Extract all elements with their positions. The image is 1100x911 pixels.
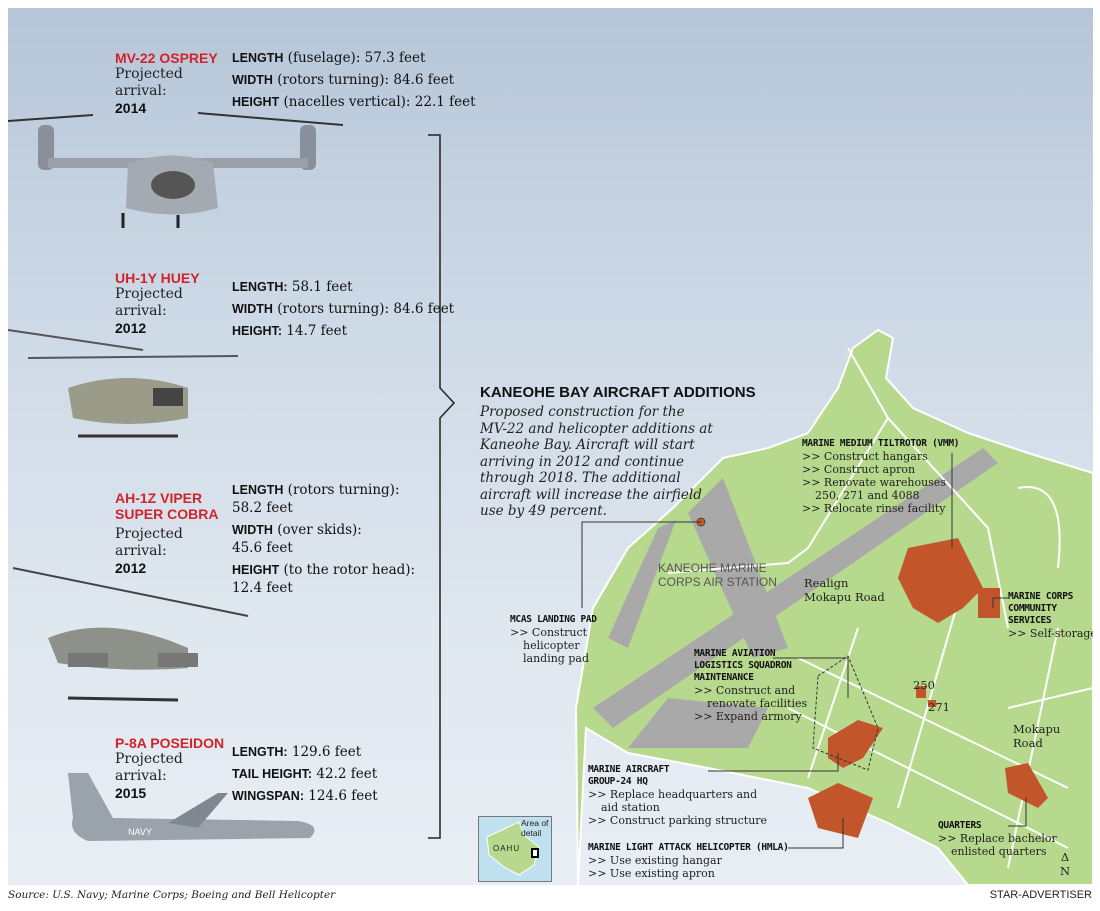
source-note: Source: U.S. Navy; Marine Corps; Boeing …	[8, 889, 336, 901]
spec-value: 45.6 feet	[232, 540, 293, 556]
huey-image	[8, 329, 239, 438]
spec-value: (to the rotor head):	[279, 562, 416, 578]
spec-label: TAIL HEIGHT:	[232, 767, 313, 781]
arrival-year: 2014	[115, 100, 147, 116]
callout-vmm: MARINE MEDIUM TILTROTOR (VMM) >> Constru…	[802, 438, 960, 515]
cobra-image	[12, 567, 249, 702]
spec-label: WIDTH	[232, 523, 273, 537]
aircraft-osprey-header: MV-22 OSPREY Projected arrival: 2014	[115, 50, 218, 116]
arrival-year: 2015	[115, 785, 147, 801]
callout-landing-pad: MCAS LANDING PAD >> Construct helicopter…	[510, 614, 597, 665]
spec-value: (over skids):	[272, 522, 362, 538]
projected-label: Projected arrival:	[115, 526, 183, 559]
spec-value: 14.7 feet	[282, 323, 348, 339]
building-271-label: 271	[928, 700, 950, 714]
aircraft-huey-specs: LENGTH: 58.1 feet WIDTH (rotors turning)…	[232, 276, 454, 342]
callout-hmla: MARINE LIGHT ATTACK HELICOPTER (HMLA) >>…	[588, 842, 789, 880]
spec-label: WIDTH	[232, 73, 273, 87]
intro-text: Proposed construction for the MV-22 and …	[480, 404, 713, 519]
poseidon-image: NAVY	[68, 773, 315, 841]
aircraft-osprey-specs: LENGTH (fuselage): 57.3 feet WIDTH (roto…	[232, 47, 476, 113]
spec-value: 124.6 feet	[304, 788, 378, 804]
bracket	[428, 134, 456, 839]
inset-island-label: OAHU	[493, 844, 521, 853]
oahu-inset-map: OAHU Area of detail	[478, 816, 552, 882]
spec-value: 129.6 feet	[287, 744, 362, 760]
mokapu-road-label: Mokapu Road	[1013, 722, 1061, 750]
spec-value: (rotors turning):	[283, 482, 400, 498]
building-250-label: 250	[913, 678, 935, 692]
svg-text:NAVY: NAVY	[128, 827, 152, 837]
spec-label: WIDTH	[232, 302, 273, 316]
spec-label: LENGTH:	[232, 280, 288, 294]
spec-value: (rotors turning): 84.6 feet	[272, 72, 455, 88]
aircraft-name: P-8A POSEIDON	[115, 735, 225, 751]
callout-quarters: QUARTERS >> Replace bachelor enlisted qu…	[938, 820, 1057, 858]
spec-label: HEIGHT	[232, 95, 280, 109]
construction-areas	[696, 517, 1048, 838]
spec-label: HEIGHT:	[232, 324, 282, 338]
aircraft-name: UH-1Y HUEY	[115, 270, 200, 286]
spec-value: 12.4 feet	[232, 580, 293, 596]
credit: STAR-ADVERTISER	[989, 889, 1092, 901]
projected-label: Projected arrival:	[115, 66, 183, 99]
spec-label: LENGTH	[232, 483, 284, 497]
spec-value: 58.1 feet	[287, 279, 353, 295]
infographic: MV-22 OSPREY Projected arrival: 2014 LEN…	[8, 8, 1093, 885]
aircraft-poseidon-header: P-8A POSEIDON Projected arrival: 2015	[115, 735, 224, 801]
aircraft-name: MV-22 OSPREY	[115, 50, 218, 66]
aircraft-cobra-header: AH-1Z VIPER SUPER COBRA Projected arriva…	[115, 490, 230, 576]
base-map	[574, 328, 1093, 885]
spec-value: (rotors turning): 84.6 feet	[272, 301, 455, 317]
projected-label: Projected arrival:	[115, 751, 183, 784]
spec-label: HEIGHT	[232, 563, 280, 577]
leader-lines	[581, 453, 1027, 849]
projected-label: Projected arrival:	[115, 286, 183, 319]
aircraft-poseidon-specs: LENGTH: 129.6 feet TAIL HEIGHT: 42.2 fee…	[232, 741, 378, 807]
aircraft-name: AH-1Z VIPER SUPER COBRA	[115, 490, 219, 522]
page-title: KANEOHE BAY AIRCRAFT ADDITIONS	[480, 384, 756, 401]
aircraft-huey-header: UH-1Y HUEY Projected arrival: 2012	[115, 270, 200, 336]
spec-label: WINGSPAN:	[232, 789, 304, 803]
inset-area-label: Area of detail	[521, 818, 549, 838]
aircraft-cobra-specs: LENGTH (rotors turning): 58.2 feet WIDTH…	[232, 481, 415, 597]
spec-label: LENGTH	[232, 51, 284, 65]
spec-value: (nacelles vertical): 22.1 feet	[279, 94, 476, 110]
spec-value: (fuselage): 57.3 feet	[283, 50, 426, 66]
arrival-year: 2012	[115, 560, 147, 576]
community-services-site	[978, 588, 1000, 618]
spec-value: 42.2 feet	[312, 766, 378, 782]
spec-value: 58.2 feet	[232, 500, 293, 516]
arrival-year: 2012	[115, 320, 147, 336]
osprey-image	[8, 112, 344, 228]
spec-label: LENGTH:	[232, 745, 288, 759]
